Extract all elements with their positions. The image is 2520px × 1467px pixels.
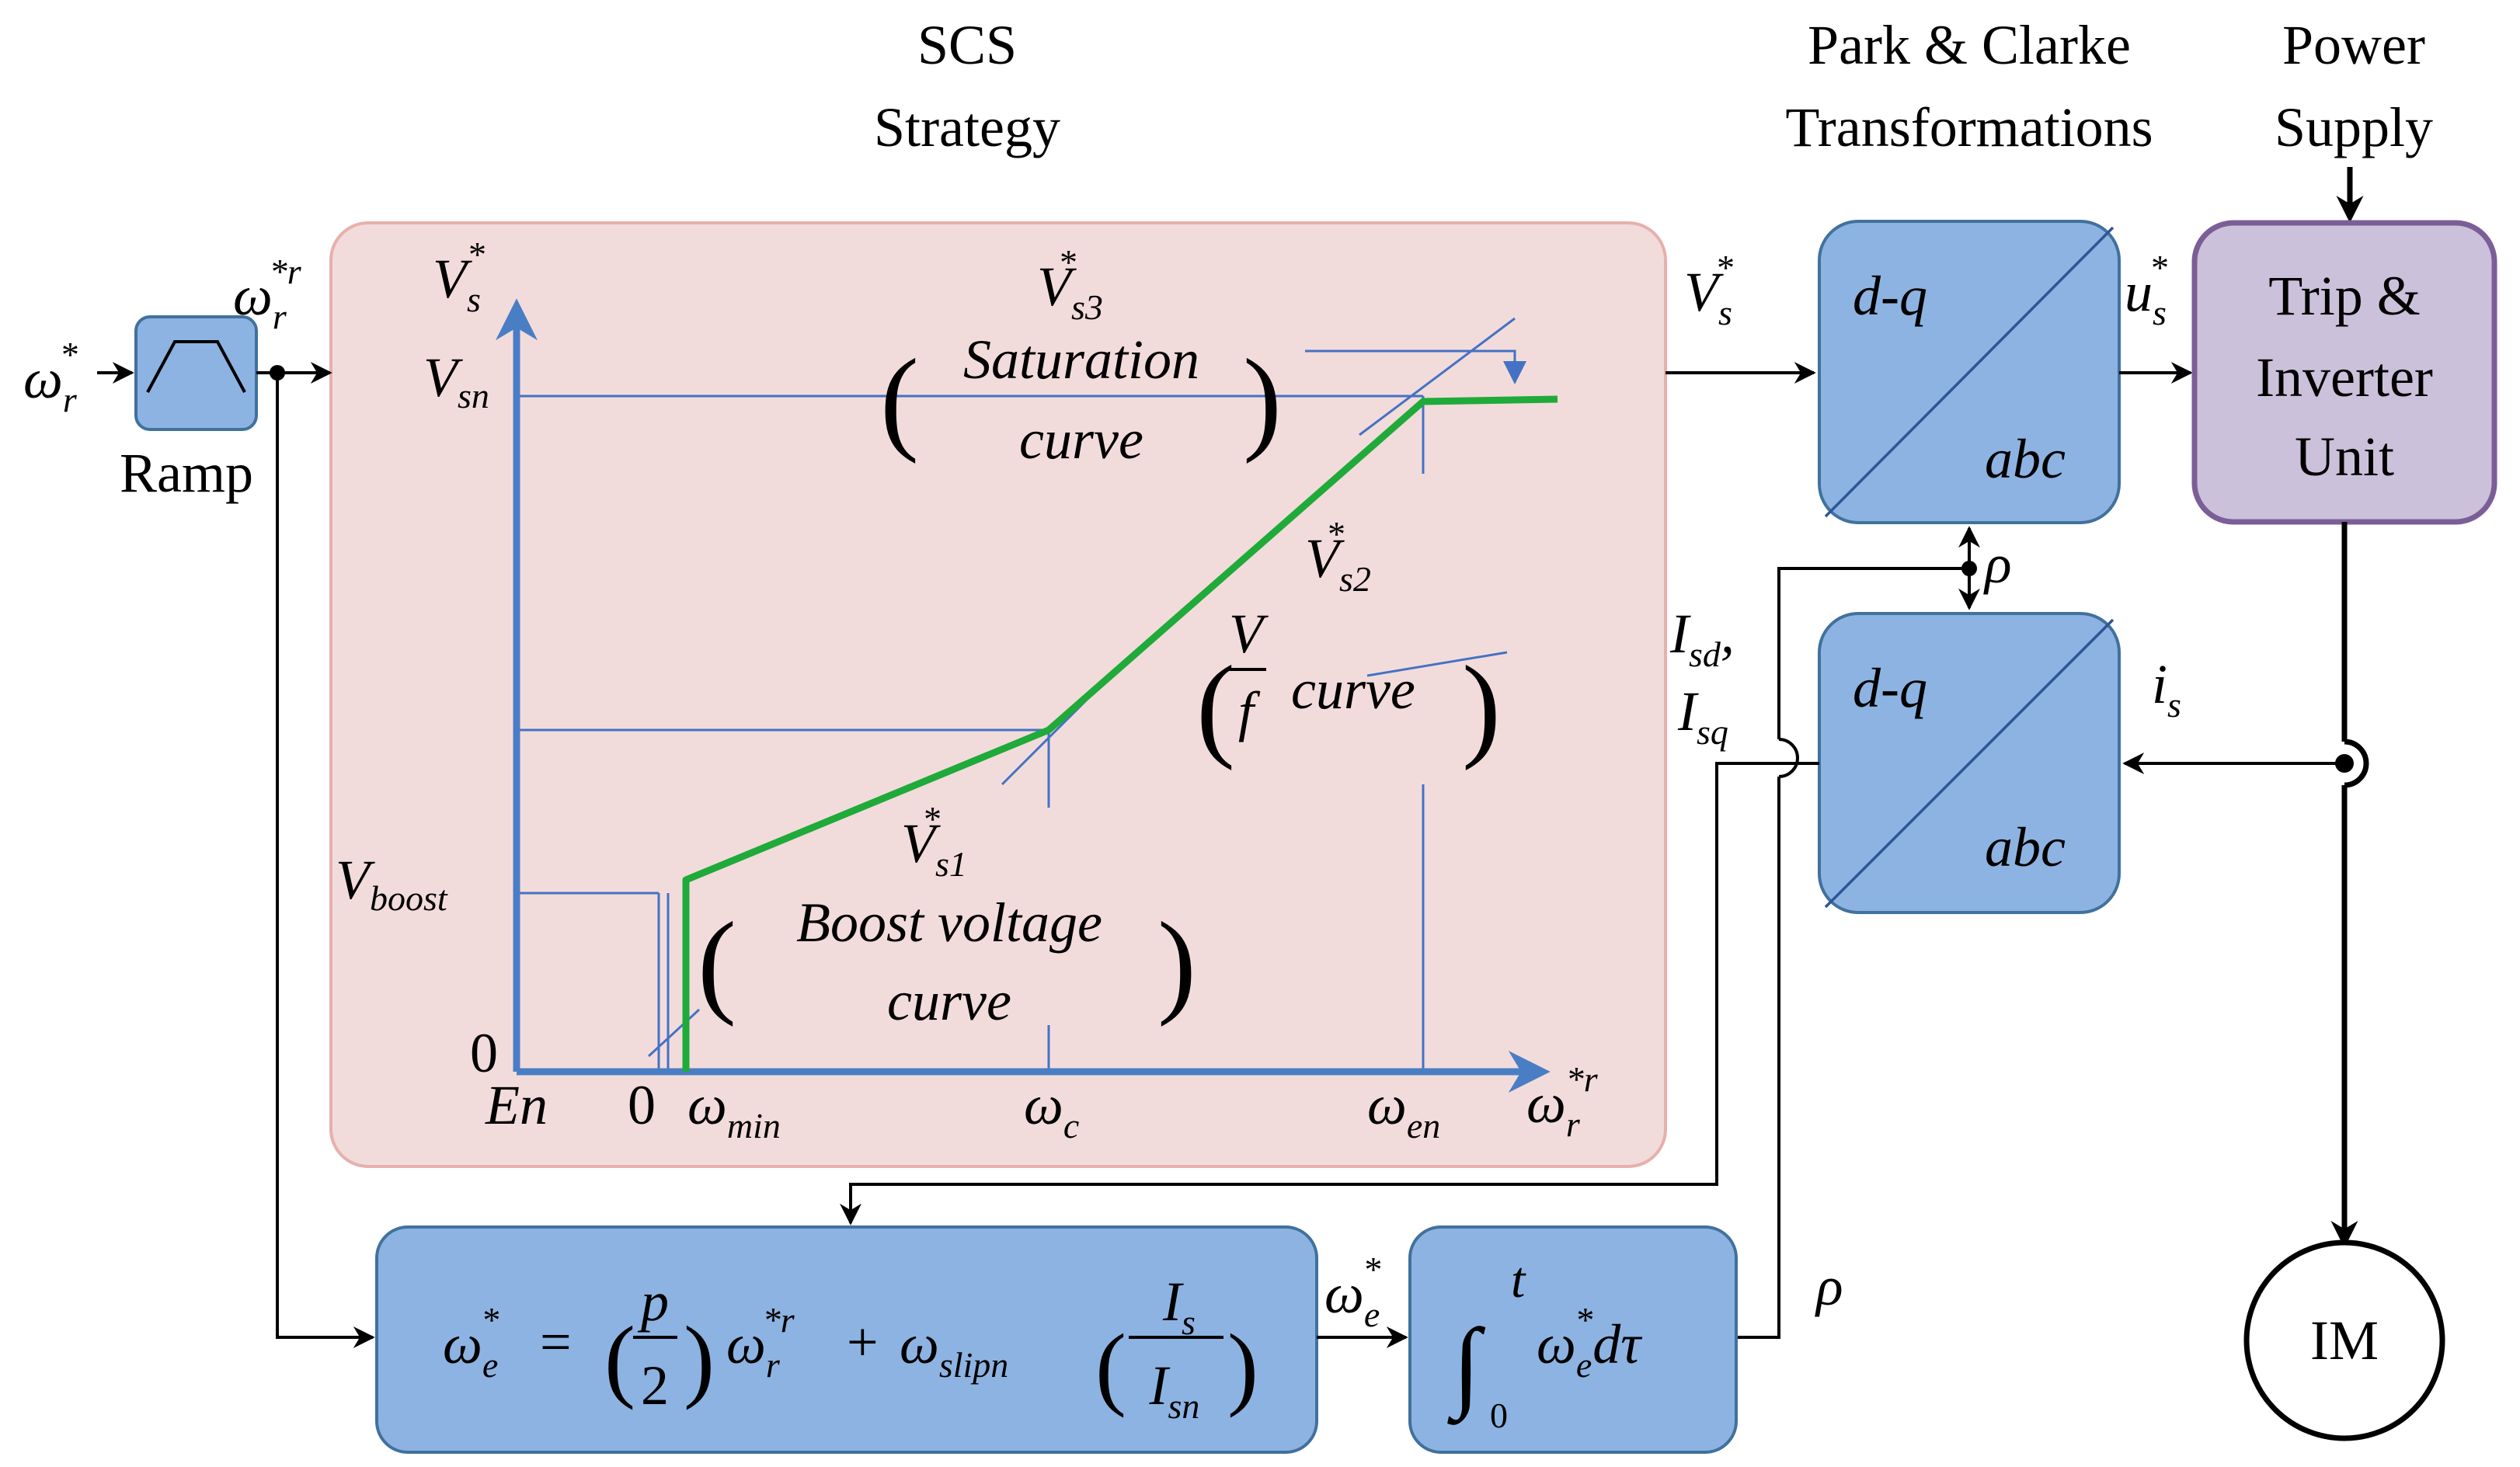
svg-text:t: t [1511,1252,1526,1309]
x-axis-label: ωr*r [1526,1059,1599,1144]
boost-label-l2: curve [887,970,1011,1032]
scs-header-line2: Strategy [874,96,1060,158]
boost-label-l1: Boost voltage [796,892,1102,954]
isq-label: Isq [1677,680,1728,752]
svg-text:Is: Is [1162,1271,1196,1342]
omega-r-star-input-label: ωr* [23,335,78,419]
paren-boost-open: ( [698,899,736,1027]
svg-text:): ) [1227,1315,1258,1418]
dq-abc-top-diagonal [1824,226,2115,518]
y-tick-vsn: Vsn [423,346,489,415]
inverter-line2: Inverter [2256,346,2433,408]
park-header-line1: Park & Clarke [1808,14,2131,76]
vs1-label: Vs1* [901,799,967,884]
svg-text:+: + [847,1311,879,1373]
svg-text:∫: ∫ [1446,1309,1485,1425]
saturation-pointer [1305,349,1526,384]
paren-vf-open: ( [1196,642,1235,771]
svg-text:(: ( [1095,1315,1126,1418]
rho-wire-hop [1778,738,1799,778]
slip-frequency-block [375,1225,1318,1454]
dq-top-label: d-q [1853,265,1927,327]
paren-sat-close: ) [1243,335,1282,464]
y-tick-vboost: Vboost [336,849,448,918]
feed-to-slip-wire [276,373,375,1348]
vs3-label: Vs3* [1037,242,1103,327]
y-tick-zero: 0 [470,1022,498,1084]
vs-star-label: Vs* [1684,248,1733,332]
park-header-line2: Transformations [1785,96,2153,158]
omega-e-star-label: ωe* [1324,1250,1380,1334]
integrator-block [1408,1225,1738,1454]
slip-equation: ωe* = ( p 2 ) ωr*r + ωslipn ( Is Isn ) [443,1271,1258,1426]
scs-header-line1: SCS [917,14,1017,76]
rho-label-bottom: ρ [1815,1255,1843,1317]
svg-text:ωslipn: ωslipn [900,1313,1008,1385]
svg-text:ωr*r: ωr*r [726,1300,795,1385]
omega-r-star-r-label: ωr*r [233,252,302,336]
vf-curve-label: curve [1291,659,1415,721]
dq-abc-bottom-diagonal [1824,618,2115,909]
x-tick-wen: ωen [1367,1074,1440,1145]
svg-text:ωe*: ωe* [443,1300,499,1385]
inverter-line3: Unit [2295,426,2394,488]
svg-text:p: p [637,1271,669,1333]
svg-text:(: ( [604,1307,635,1410]
abc-bottom-label: abc [1985,816,2066,878]
rho-label-top: ρ [1983,533,2012,595]
wire-crossover-hop [2344,739,2369,788]
paren-boost-close: ) [1157,899,1196,1027]
abc-top-label: abc [1985,428,2066,490]
im-motor [2243,1239,2445,1441]
vf-numerator: V [1229,603,1269,665]
y-axis-label: Vs* [433,235,485,319]
x-tick-en: En [485,1074,548,1136]
ramp-block [134,315,258,431]
svg-text:ωe*dτ: ωe*dτ [1537,1300,1642,1385]
inverter-line1: Trip & [2268,265,2420,327]
saturation-label-l1: Saturation [963,329,1199,391]
svg-text:Isn: Isn [1149,1354,1200,1426]
ramp-label: Ramp [120,442,253,504]
is-label: is [2152,653,2181,725]
rho-feedback-wire [1777,567,1969,739]
us-star-label: us* [2125,248,2167,332]
power-header-line2: Supply [2275,96,2433,158]
dq-bottom-label: d-q [1853,657,1927,719]
integrator-expression: ∫ t 0 ωe*dτ [1446,1252,1642,1435]
isd-label: Isd, [1669,603,1735,674]
current-dq-to-slip-wire [840,762,1819,1225]
scs-voltage-curve [682,395,1558,1072]
power-header-line1: Power [2282,14,2425,76]
x-tick-zero: 0 [628,1074,656,1136]
ramp-icon [146,340,246,393]
paren-sat-open: ( [880,335,919,464]
rho-feedback-wire-lower [1736,777,1780,1339]
x-tick-wc: ωc [1024,1074,1079,1145]
svg-text:=: = [540,1311,572,1373]
svg-text:2: 2 [641,1354,669,1417]
paren-vf-close: ) [1462,642,1501,771]
svg-text:): ) [684,1307,715,1410]
vs2-label: Vs2* [1305,514,1371,599]
saturation-label-l2: curve [1019,408,1143,471]
svg-text:0: 0 [1490,1396,1508,1435]
im-label: IM [2310,1309,2379,1371]
x-tick-wmin: ωmin [687,1074,781,1145]
scs-panel [329,221,1667,1168]
